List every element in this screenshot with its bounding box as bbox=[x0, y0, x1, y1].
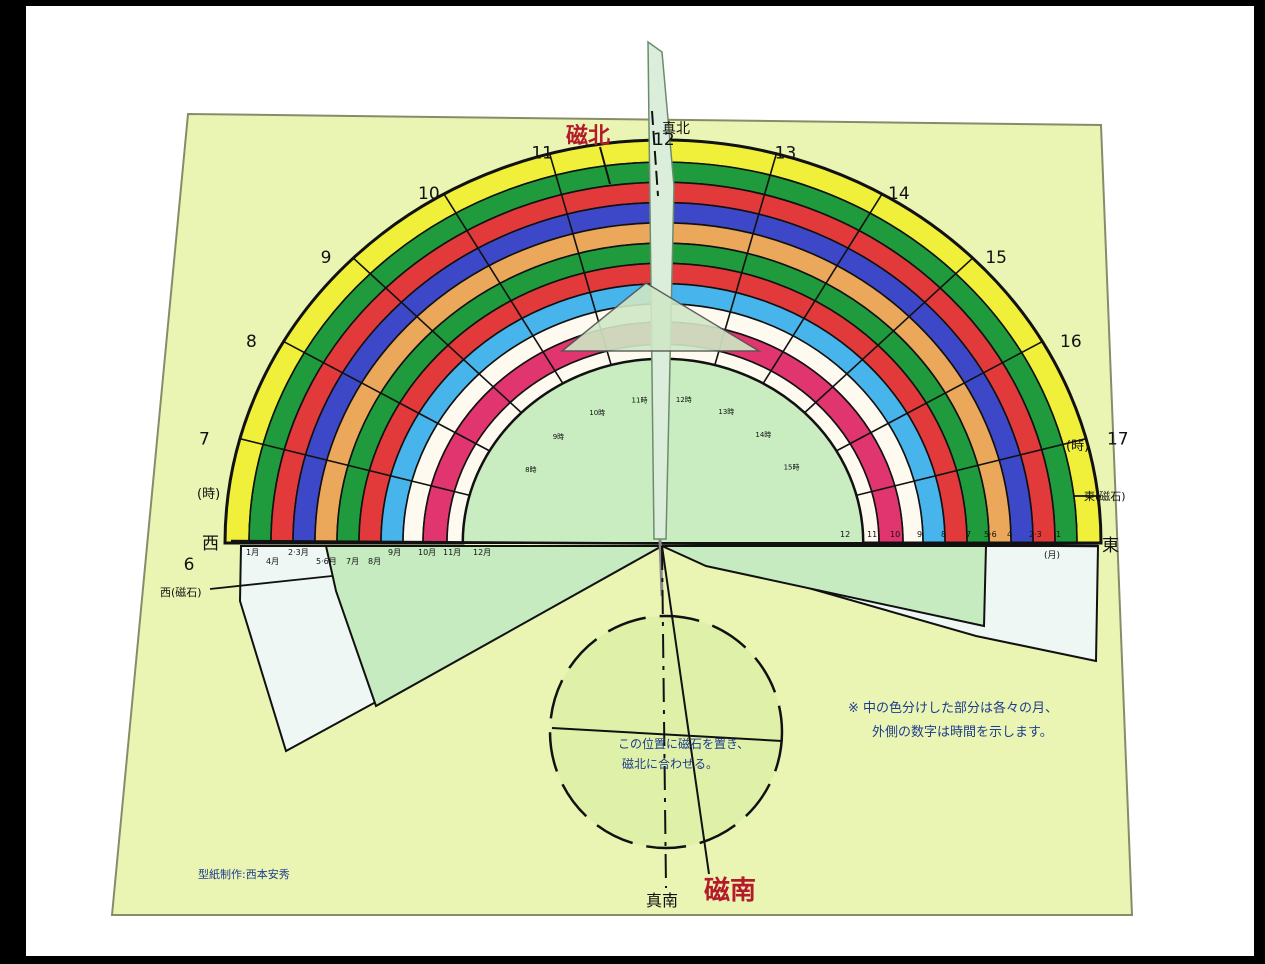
east-magnet-label: 東(磁石) bbox=[1084, 490, 1126, 503]
hour-label: 7 bbox=[199, 429, 210, 449]
credit-label: 型紙制作:西本安秀 bbox=[198, 867, 290, 881]
month-label-east: 1 bbox=[1056, 530, 1061, 539]
month-label-east: 5·6 bbox=[984, 530, 997, 539]
hour-label: 13 bbox=[775, 144, 797, 164]
hour-label: 12 bbox=[653, 130, 675, 150]
hour-line bbox=[762, 193, 883, 385]
hour-line bbox=[239, 437, 471, 497]
circle-instruction-line-2: 磁北に合わせる。 bbox=[622, 756, 718, 771]
west-magnet-line bbox=[209, 575, 333, 590]
true-south-line bbox=[661, 545, 667, 889]
west-wedge-inner bbox=[324, 545, 666, 708]
compass-circle bbox=[548, 614, 784, 850]
hour-label: 14 bbox=[888, 184, 910, 204]
true-north-line bbox=[651, 110, 659, 197]
month-label-west: 2·3月 bbox=[288, 548, 309, 557]
inner-hour-label: 12時 bbox=[676, 396, 692, 404]
note-line-1: ※ 中の色分けした部分は各々の月、 bbox=[848, 700, 1058, 716]
inner-hour-labels: 8時 9時 10時 11時 12時 13時 14時 15時 bbox=[525, 396, 799, 474]
hour-line bbox=[855, 437, 1087, 497]
month-label-west: 1月 bbox=[246, 548, 259, 557]
hour-label: 17 bbox=[1107, 429, 1129, 449]
month-labels-west: 1月 2·3月 4月 5·6月 7月 8月 9月 10月 11月 12月 bbox=[246, 548, 491, 566]
month-label-west: 5·6月 bbox=[316, 557, 337, 566]
gnomon-base bbox=[658, 538, 664, 597]
month-label-west: 11月 bbox=[443, 548, 461, 557]
month-label-east: 7 bbox=[966, 530, 971, 539]
hour-line bbox=[283, 340, 491, 452]
hour-label: 9 bbox=[321, 248, 332, 268]
month-label-west: 7月 bbox=[346, 557, 359, 566]
hour-label: 15 bbox=[985, 248, 1007, 268]
month-label-east: 11 bbox=[867, 530, 877, 539]
month-label-east: 4 bbox=[1007, 530, 1012, 539]
west-label: 西 bbox=[202, 534, 219, 554]
west-hour-suffix: (時) bbox=[197, 487, 220, 502]
compass-center-line bbox=[551, 727, 783, 742]
month-label-east: 8 bbox=[941, 530, 946, 539]
inner-hour-label: 11時 bbox=[632, 396, 648, 404]
hour-label: 10 bbox=[418, 184, 440, 204]
month-label-west: 12月 bbox=[473, 548, 491, 557]
sundial-diagram: 磁北 真北 真南 磁南 西 東 西(磁石) 東(磁石) 6 7 8 9 10 11 12 13… bbox=[110, 40, 1134, 916]
month-label-east: 9 bbox=[917, 530, 922, 539]
inner-hour-label: 15時 bbox=[784, 464, 800, 472]
magnetic-south-label: 磁南 bbox=[704, 875, 756, 906]
east-label: 東 bbox=[1102, 536, 1119, 556]
month-label-east: 12 bbox=[840, 530, 850, 539]
east-hour-suffix: (時) bbox=[1066, 439, 1089, 454]
inner-hour-label: 10時 bbox=[589, 409, 605, 417]
month-label-west: 8月 bbox=[368, 557, 381, 566]
hour-label: 11 bbox=[531, 144, 553, 164]
hour-line bbox=[352, 257, 523, 414]
inner-hour-label: 8時 bbox=[525, 466, 536, 474]
east-wedge-inner bbox=[661, 545, 988, 628]
month-label-west: 9月 bbox=[388, 548, 401, 557]
true-north-label: 真北 bbox=[662, 121, 690, 137]
month-label-east: 2·3 bbox=[1029, 530, 1042, 539]
hour-label: 6 bbox=[184, 555, 195, 575]
magnetic-north-label: 磁北 bbox=[566, 123, 610, 149]
month-label-west: 10月 bbox=[418, 548, 436, 557]
inner-hour-label: 9時 bbox=[553, 433, 564, 441]
true-south-label: 真南 bbox=[646, 891, 678, 910]
note-line-2: 外側の数字は時間を示します。 bbox=[872, 725, 1053, 740]
hour-label: 16 bbox=[1060, 332, 1082, 352]
west-magnet-label: 西(磁石) bbox=[160, 586, 202, 599]
east-west-line bbox=[230, 539, 1099, 548]
hour-label: 8 bbox=[246, 332, 257, 352]
gnomon-support bbox=[559, 282, 762, 352]
month-suffix: (月) bbox=[1044, 550, 1060, 561]
hour-line bbox=[803, 257, 974, 414]
hour-line bbox=[835, 340, 1043, 452]
circle-instruction-line-1: この位置に磁石を置き、 bbox=[618, 736, 749, 751]
month-label-west: 4月 bbox=[266, 557, 279, 566]
magnetic-north-line bbox=[599, 146, 611, 185]
inner-hour-label: 13時 bbox=[718, 408, 734, 416]
gnomon-vane bbox=[647, 40, 675, 540]
month-label-east: 10 bbox=[890, 530, 900, 539]
magnetic-south-line bbox=[661, 545, 710, 875]
sundial-photo: 磁北 真北 真南 磁南 西 東 西(磁石) 東(磁石) 6 7 8 9 10 11 12 13… bbox=[26, 6, 1254, 956]
hour-line bbox=[443, 193, 564, 385]
inner-hour-label: 14時 bbox=[755, 431, 771, 439]
month-labels-east: 12 11 10 9 8 7 5·6 4 2·3 1 bbox=[840, 530, 1061, 539]
